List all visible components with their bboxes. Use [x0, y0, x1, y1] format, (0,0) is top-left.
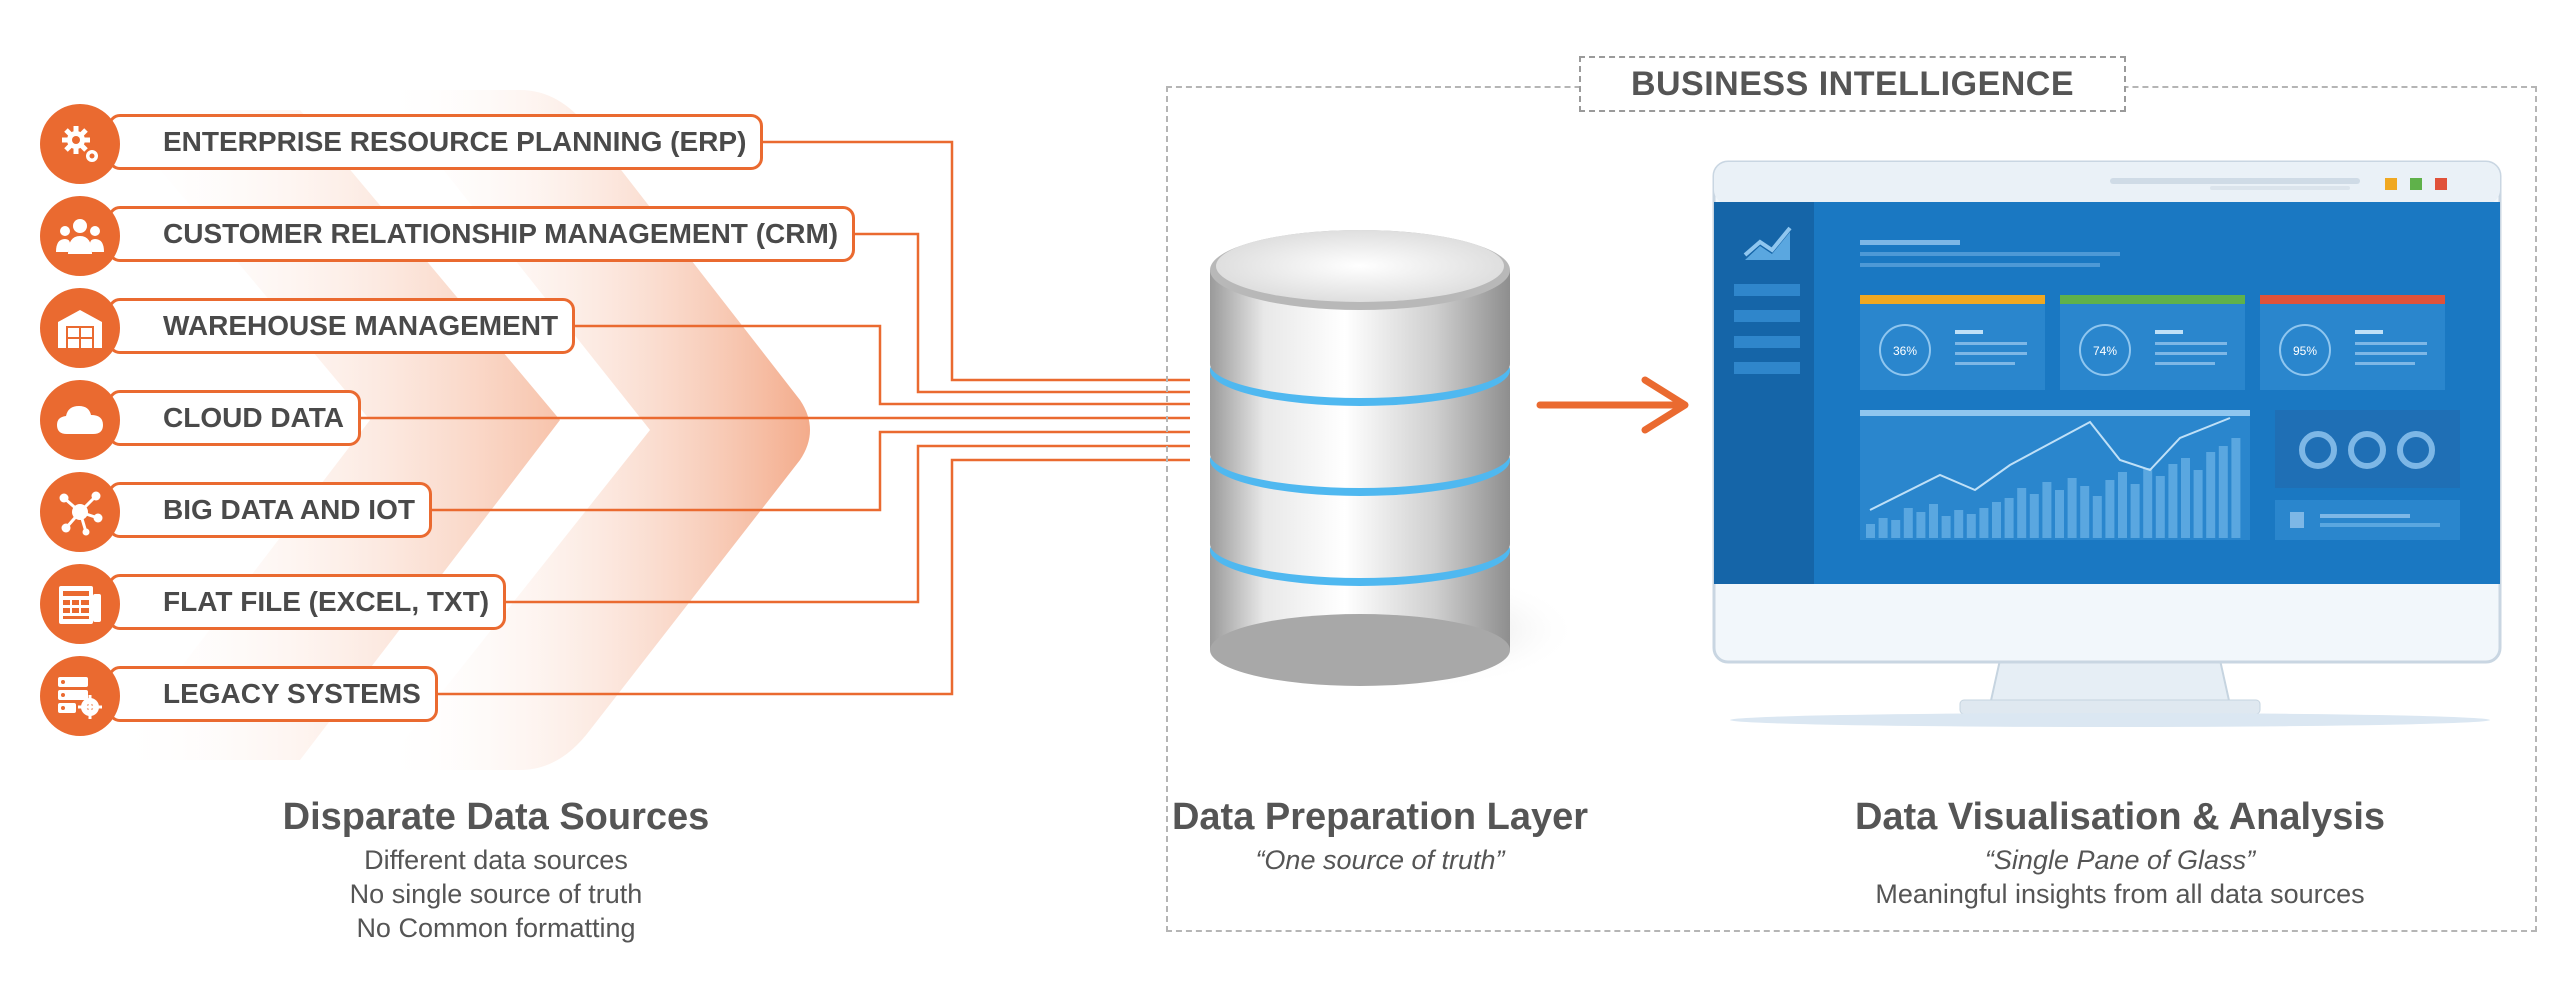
source-label: WAREHOUSE MANAGEMENT — [163, 310, 559, 341]
source-pill: ENTERPRISE RESOURCE PLANNING (ERP) — [108, 114, 764, 170]
network-icon — [40, 472, 120, 552]
source-label: CLOUD DATA — [163, 402, 344, 433]
kpi-card-1: 36% — [1860, 295, 2045, 390]
source-label: CUSTOMER RELATIONSHIP MANAGEMENT (CRM) — [163, 218, 839, 249]
connector-line-3 — [526, 324, 1190, 406]
kpi-card-2: 74% — [2060, 295, 2245, 390]
sources-caption: Disparate Data Sources Different data so… — [240, 796, 752, 945]
source-label: ENTERPRISE RESOURCE PLANNING (ERP) — [163, 126, 747, 157]
source-label: FLAT FILE (EXCEL, TXT) — [163, 586, 490, 617]
monitor-icon: 36% 74% 95% — [1712, 160, 2502, 727]
server-gear-icon — [40, 656, 120, 736]
database-icon — [1210, 230, 1570, 690]
connector-line-7 — [392, 458, 1190, 696]
visualisation-caption-title: Data Visualisation & Analysis — [1854, 796, 2386, 838]
source-pill: WAREHOUSE MANAGEMENT — [108, 298, 576, 354]
source-pill: CUSTOMER RELATIONSHIP MANAGEMENT (CRM) — [108, 206, 856, 262]
connector-line-5 — [386, 430, 1190, 512]
dashboard-sidebar — [1714, 202, 1814, 584]
visualisation-caption: Data Visualisation & Analysis “Single Pa… — [1780, 796, 2460, 911]
source-pill: FLAT FILE (EXCEL, TXT) — [108, 574, 507, 630]
source-pill: CLOUD DATA — [108, 390, 361, 446]
people-icon — [40, 196, 120, 276]
kpi-card-3: 95% — [2260, 295, 2445, 390]
sources-caption-title: Disparate Data Sources — [282, 796, 710, 838]
sources-caption-line-2: No single source of truth — [349, 879, 643, 909]
disk-top — [1210, 230, 1510, 364]
gears-icon — [40, 104, 120, 184]
preparation-caption-title: Data Preparation Layer — [1171, 796, 1589, 838]
kpi-value: 36% — [1893, 344, 1917, 358]
visualisation-caption-line: Meaningful insights from all data source… — [1875, 879, 2365, 909]
business-intelligence-title: BUSINESS INTELLIGENCE — [1630, 64, 2075, 103]
flow-arrow-icon — [1536, 376, 1689, 434]
connector-lines — [318, 140, 1190, 696]
kpi-value: 95% — [2293, 344, 2317, 358]
sources-caption-line-3: No Common formatting — [356, 913, 636, 943]
preparation-caption-quote: “One source of truth” — [1255, 845, 1505, 875]
business-intelligence-title-box: BUSINESS INTELLIGENCE — [1579, 56, 2126, 112]
warehouse-icon — [40, 288, 120, 368]
connector-line-2 — [804, 232, 1190, 394]
connector-line-1 — [718, 140, 1190, 382]
visualisation-caption-quote: “Single Pane of Glass” — [1984, 845, 2256, 875]
kpi-cards: 36% 74% 95% — [1860, 295, 2445, 390]
source-label: BIG DATA AND IOT — [163, 494, 415, 525]
source-label: LEGACY SYSTEMS — [163, 678, 421, 709]
source-pill: LEGACY SYSTEMS — [108, 666, 438, 722]
cloud-icon — [40, 380, 120, 460]
preparation-caption: Data Preparation Layer “One source of tr… — [1130, 796, 1630, 877]
kpi-value: 74% — [2093, 344, 2117, 358]
sources-caption-line-1: Different data sources — [364, 845, 628, 875]
source-pill: BIG DATA AND IOT — [108, 482, 432, 538]
connector-line-6 — [452, 444, 1190, 604]
spreadsheet-icon — [40, 564, 120, 644]
